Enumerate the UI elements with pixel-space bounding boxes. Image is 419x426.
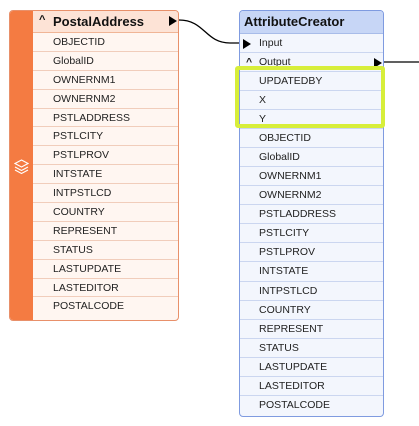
- output-port[interactable]: ^ Output: [240, 53, 383, 72]
- attribute-row: LASTEDITOR: [240, 377, 383, 396]
- attribute-row: STATUS: [33, 241, 178, 260]
- attribute-row: INTSTATE: [240, 262, 383, 282]
- attribute-row: X: [240, 91, 383, 111]
- collapse-caret-icon[interactable]: ^: [39, 14, 46, 26]
- attribute-row: OWNERNM2: [33, 90, 178, 109]
- attribute-row: PSTLCITY: [33, 127, 178, 147]
- attribute-row: OWNERNM1: [33, 71, 178, 90]
- layers-icon: [13, 159, 30, 175]
- attribute-row: LASTUPDATE: [240, 358, 383, 377]
- output-port-arrow-icon[interactable]: [374, 58, 382, 68]
- attribute-row: STATUS: [240, 339, 383, 358]
- attribute-row: REPRESENT: [240, 320, 383, 339]
- output-port-label: Output: [259, 56, 291, 68]
- transformer-title: AttributeCreator: [244, 14, 345, 29]
- attribute-row: POSTALCODE: [259, 398, 330, 411]
- attribute-row: INTPSTLCD: [33, 184, 178, 204]
- attribute-row: Y: [240, 110, 383, 130]
- attribute-row: PSTLPROV: [33, 146, 178, 166]
- attribute-row: INTPSTLCD: [240, 282, 383, 301]
- reader-output-port-icon[interactable]: [169, 16, 177, 26]
- reader-header[interactable]: ^ PostalAddress: [33, 11, 178, 33]
- attribute-row: LASTUPDATE: [33, 260, 178, 279]
- input-port-label: Input: [259, 37, 283, 49]
- attribute-row: OBJECTID: [240, 129, 383, 149]
- reader-side-bar: [10, 11, 33, 320]
- attribute-row: PSTLCITY: [240, 224, 383, 244]
- attribute-row: PSTLADDRESS: [33, 109, 178, 128]
- attribute-row: PSTLADDRESS: [240, 205, 383, 225]
- connection-line[interactable]: [178, 19, 243, 44]
- attribute-row: OBJECTID: [33, 33, 178, 52]
- attribute-creator-transformer[interactable]: AttributeCreator Input ^ Output UPDATEDB…: [239, 10, 384, 417]
- attribute-row: COUNTRY: [33, 203, 178, 222]
- attribute-row: GlobalID: [240, 148, 383, 168]
- input-port[interactable]: Input: [240, 34, 383, 53]
- attribute-row: LASTEDITOR: [33, 279, 178, 298]
- attribute-row: UPDATEDBY: [240, 72, 383, 92]
- attribute-row: INTSTATE: [33, 165, 178, 185]
- attribute-row: COUNTRY: [240, 301, 383, 320]
- transformer-header[interactable]: AttributeCreator: [240, 11, 383, 34]
- attribute-row: GlobalID: [33, 52, 178, 71]
- attribute-row: POSTALCODE: [53, 300, 124, 313]
- attribute-row: OWNERNM1: [240, 167, 383, 187]
- attribute-row: OWNERNM2: [240, 186, 383, 206]
- attribute-row: REPRESENT: [33, 222, 178, 241]
- attribute-row: PSTLPROV: [240, 243, 383, 263]
- input-port-arrow-icon: [243, 39, 251, 49]
- collapse-caret-icon[interactable]: ^: [246, 56, 253, 68]
- reader-title: PostalAddress: [53, 14, 145, 29]
